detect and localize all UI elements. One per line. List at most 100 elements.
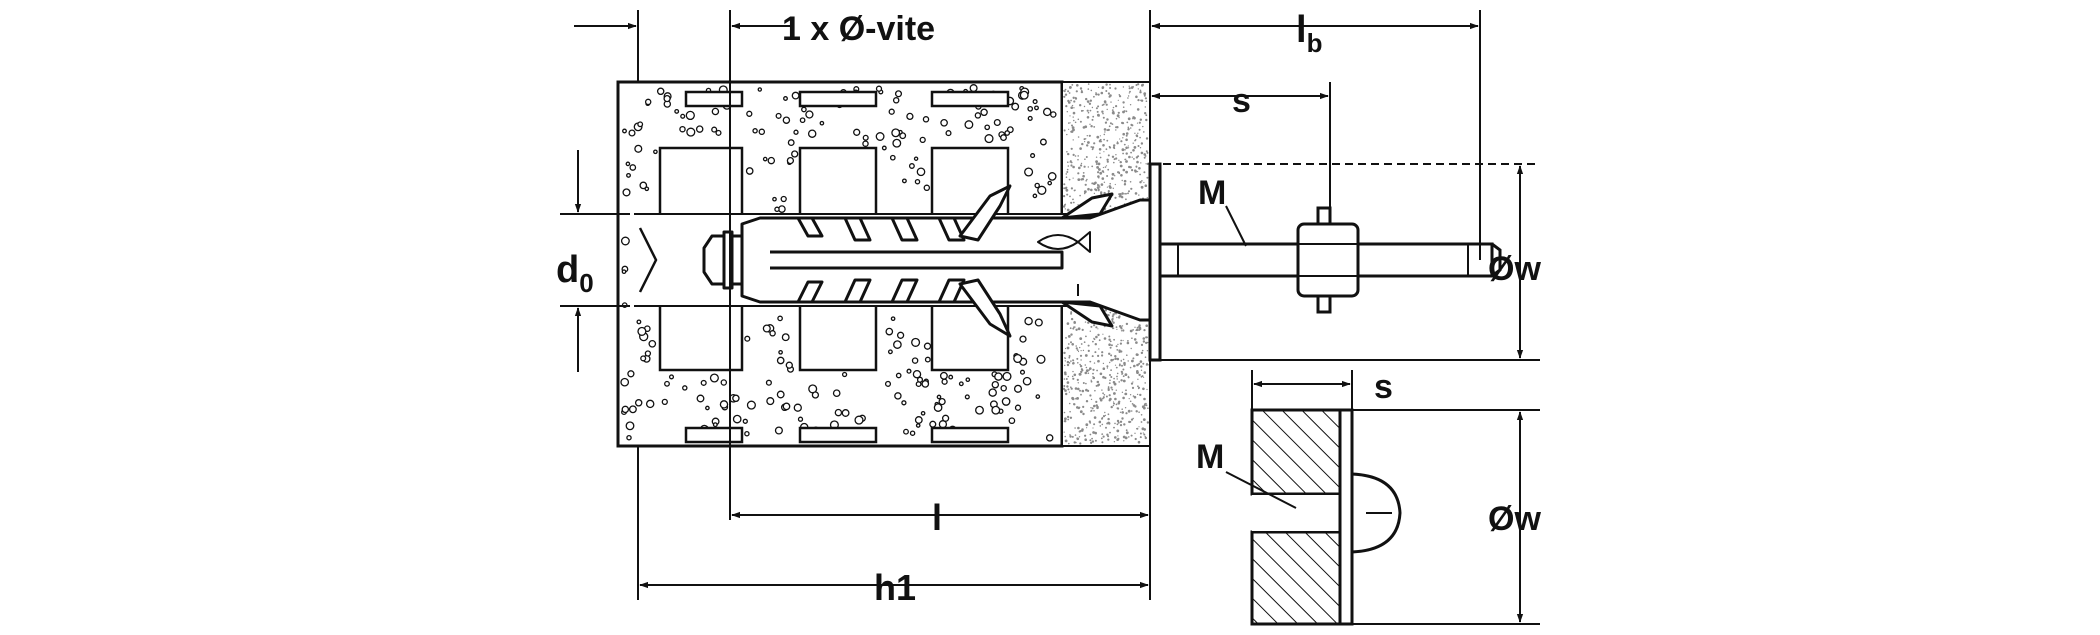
fish-logo <box>1037 231 1091 253</box>
plaster-dot <box>1133 364 1136 368</box>
plaster-dot <box>1065 337 1067 339</box>
plaster-dot <box>1113 377 1115 380</box>
plaster-dot <box>1069 435 1072 438</box>
plaster-dot <box>1070 201 1073 204</box>
brick-speckle <box>778 349 783 355</box>
anchor-tooth <box>843 216 872 242</box>
plaster-dot <box>1084 354 1088 357</box>
brick-speckle <box>700 379 707 386</box>
plaster-dot <box>1134 326 1136 328</box>
plaster-dot <box>1079 430 1082 433</box>
brick-speckle <box>1022 376 1032 386</box>
brick-speckle <box>964 394 970 400</box>
plaster-dot <box>1072 139 1074 141</box>
plaster-dot <box>1107 128 1110 132</box>
brick-speckle <box>1047 172 1057 181</box>
brick-speckle <box>757 87 763 92</box>
plaster-dot <box>1067 343 1070 345</box>
brick-speckle <box>892 138 902 148</box>
anchor-wing <box>1060 192 1114 220</box>
plaster-dot <box>1145 137 1149 140</box>
plaster-dot <box>1082 349 1085 352</box>
plaster-dot <box>1116 328 1118 330</box>
plaster-dot <box>1076 397 1079 400</box>
brick-speckle <box>891 128 901 138</box>
plaster-dot <box>1064 373 1066 376</box>
plaster-dot <box>1096 405 1099 408</box>
plaster-dot <box>1091 407 1094 410</box>
plaster-dot <box>1084 125 1088 129</box>
plaster-dot <box>1121 179 1123 182</box>
brick-speckle <box>712 422 718 428</box>
plaster-dot <box>1127 97 1129 99</box>
plaster-dot <box>1075 347 1078 350</box>
plaster-dot <box>1066 360 1070 364</box>
plaster-dot <box>1102 367 1106 371</box>
plaster-dot <box>1115 157 1118 160</box>
plaster-dot <box>1063 183 1066 186</box>
plaster-dot <box>1094 181 1097 185</box>
plaster-dot <box>1132 142 1134 144</box>
brick-speckle <box>774 426 783 435</box>
plaster-dot <box>1139 360 1143 363</box>
plaster-dot <box>1072 370 1074 373</box>
brick-speckle <box>799 117 806 124</box>
plaster-dot <box>1114 87 1117 90</box>
plaster-dot <box>1111 177 1114 180</box>
plaster-dot <box>1125 198 1127 201</box>
plaster-dot <box>1066 168 1069 171</box>
brick-speckle <box>782 402 791 411</box>
plaster-dot <box>1106 367 1109 369</box>
plaster-dot <box>1139 89 1142 92</box>
anchor-wing <box>1060 300 1114 328</box>
plaster-dot <box>1128 421 1131 424</box>
plaster-dot <box>1123 440 1125 442</box>
brick-speckle <box>679 125 686 133</box>
plaster-dot <box>1074 387 1078 390</box>
plaster-dot <box>1083 105 1086 108</box>
plaster-dot <box>1102 362 1105 365</box>
brick-speckle <box>780 195 787 203</box>
plaster-dot <box>1140 343 1144 346</box>
plaster-dot <box>1113 147 1116 150</box>
plaster-dot <box>1078 372 1082 376</box>
plaster-dot <box>1108 394 1111 397</box>
plaster-dot <box>1106 139 1109 142</box>
brick-speckle <box>901 178 907 184</box>
plaster-dot <box>1131 337 1133 340</box>
plaster-dot <box>1079 442 1082 445</box>
plaster-dot <box>1075 96 1077 99</box>
plaster-dot <box>1116 429 1120 433</box>
brick-speckle <box>765 379 772 386</box>
brick-speckle <box>783 96 788 101</box>
brick-speckle <box>668 374 675 380</box>
plaster-dot <box>1071 375 1074 378</box>
plaster-dot <box>1120 330 1123 332</box>
brick-speckle <box>1024 167 1034 177</box>
plaster-dot <box>1105 83 1108 86</box>
plaster-dot <box>1086 135 1089 137</box>
plaster-dot <box>1067 165 1070 167</box>
plaster-dot <box>1127 192 1129 195</box>
brick-speckle <box>875 132 885 141</box>
plaster-dot <box>1067 388 1070 391</box>
brick-speckle <box>742 418 748 424</box>
brick-speckle <box>682 385 688 391</box>
plaster-dot <box>1111 109 1114 111</box>
plaster-dot <box>1080 368 1083 371</box>
plaster-dot <box>1113 144 1116 147</box>
plaster-dot <box>1123 179 1127 183</box>
plaster-dot <box>1103 394 1106 396</box>
brick-speckle <box>889 154 896 161</box>
plaster-dot <box>1139 147 1142 149</box>
plaster-dot <box>1132 417 1134 420</box>
plaster-dot <box>1073 403 1075 405</box>
plaster-dot <box>1109 311 1112 314</box>
plaster-dot <box>1068 92 1071 94</box>
brick-speckle <box>745 167 754 175</box>
label-drill-diameter-sub: 0 <box>579 268 593 298</box>
plaster-dot <box>1077 172 1080 175</box>
plaster-dot <box>1088 134 1091 137</box>
plaster-dot <box>1068 362 1071 364</box>
plaster-dot <box>1077 387 1080 391</box>
